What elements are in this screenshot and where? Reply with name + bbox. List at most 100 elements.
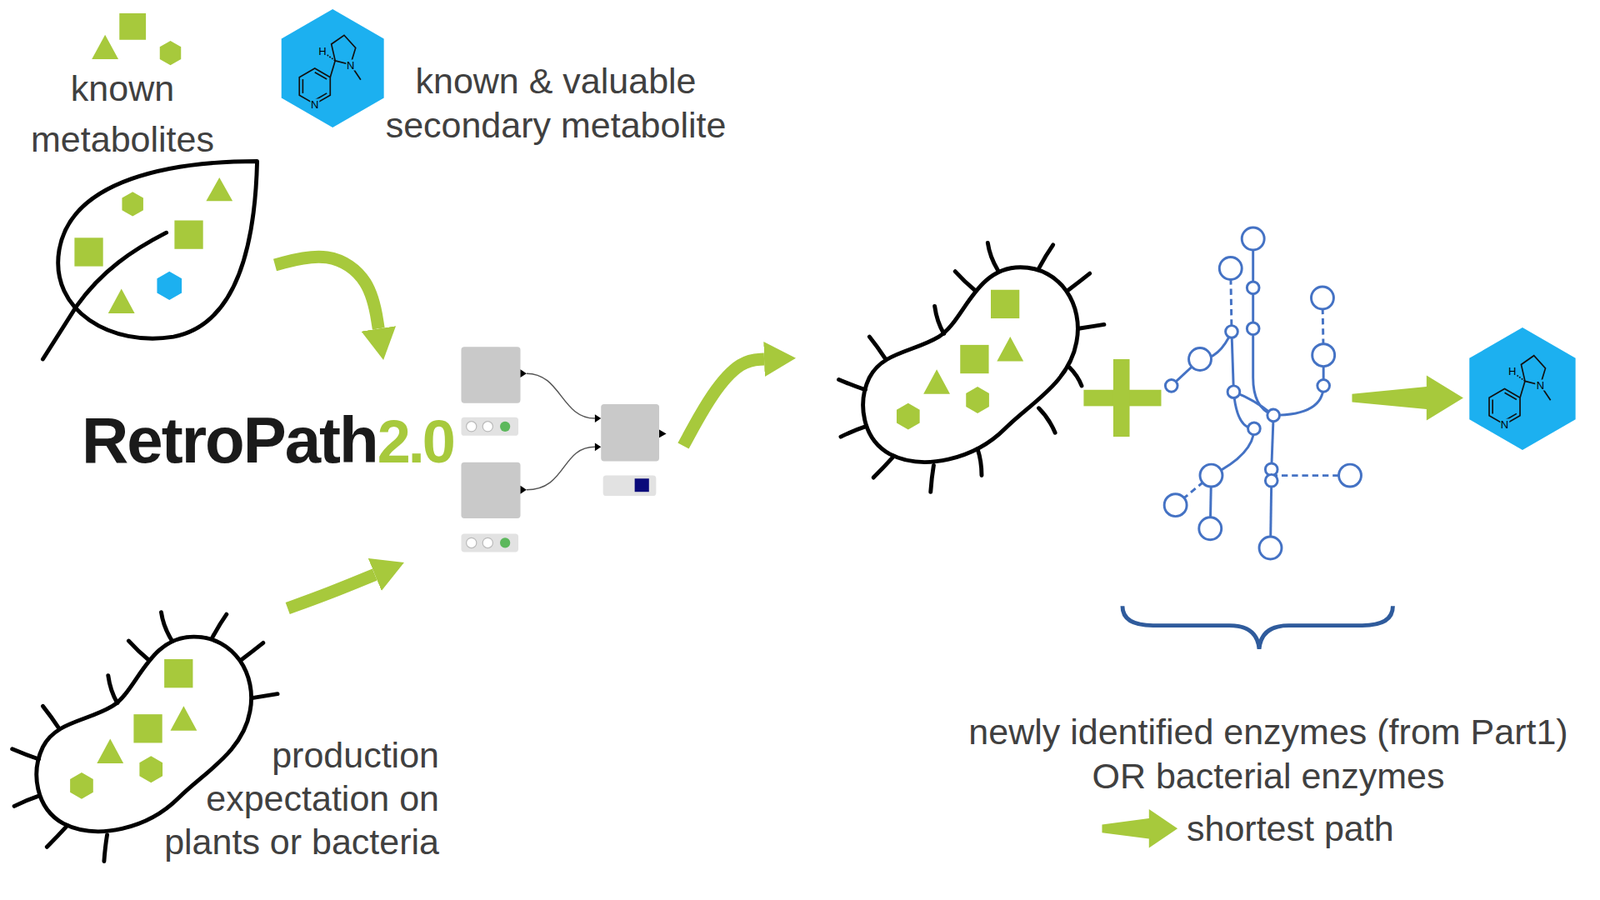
legend-text: shortest path <box>1186 807 1395 851</box>
network-node <box>1164 494 1187 517</box>
bacterium <box>863 267 1079 463</box>
bacterium-pili <box>977 367 1082 476</box>
metabolic-network <box>1171 239 1350 549</box>
process-arrow <box>287 574 375 609</box>
status-bar <box>460 533 519 552</box>
workflow-link <box>526 446 595 490</box>
workflow-node <box>460 346 520 403</box>
logo-version: 2.0 <box>377 411 454 472</box>
text-block: RetroPath2.0 <box>81 407 454 473</box>
leaf-node: known metabolites <box>8 12 275 359</box>
network-link <box>1231 331 1234 392</box>
label-anchor: H <box>1507 365 1517 377</box>
triangle-metabolite <box>205 177 233 201</box>
status-light <box>500 421 510 432</box>
status-light <box>466 421 477 432</box>
retropath-node: RetroPath2.0 <box>75 360 684 563</box>
metabolite-hexagon <box>281 9 385 128</box>
leaf-outline <box>58 160 258 339</box>
network-node <box>1248 422 1261 435</box>
network-node <box>1246 281 1260 295</box>
bacterium-pili <box>839 242 1105 492</box>
leaf-midrib <box>42 232 166 360</box>
text-block: production expectation on plants or bact… <box>147 733 440 864</box>
pilus <box>1069 367 1082 386</box>
enzyme-node: newly identified enzymes (from Part1) OR… <box>795 225 1589 805</box>
curly-brace <box>1122 605 1393 649</box>
text-block: known metabolites <box>14 63 231 165</box>
network-link <box>1271 415 1274 470</box>
pilus <box>1039 408 1056 433</box>
status-light <box>500 537 510 548</box>
hexagon-metabolite <box>121 191 143 216</box>
label-anchor: N <box>345 59 355 70</box>
network-node <box>1227 385 1240 399</box>
network-link <box>1273 385 1324 416</box>
text-block: newly identified enzymes (from Part1) OR… <box>951 710 1585 799</box>
node-label: known & valuable secondary metabolite <box>372 59 740 148</box>
node-label: newly identified enzymes (from Part1) OR… <box>951 710 1585 799</box>
network-nodes <box>1164 227 1361 560</box>
atom-label: H <box>317 45 327 56</box>
port-arrow <box>659 430 667 439</box>
network-node <box>1246 322 1260 335</box>
triangle-metabolite <box>108 289 135 314</box>
hexagon-metabolite <box>160 40 181 65</box>
network-node <box>1225 325 1239 339</box>
atom-label: N <box>345 59 355 70</box>
status-light <box>482 421 493 432</box>
workflow-graphic <box>460 346 666 552</box>
port-arrow <box>520 485 526 495</box>
square-metabolite <box>119 13 146 40</box>
network-node <box>1259 536 1282 560</box>
target-metabolite <box>156 271 182 300</box>
network-node <box>1339 464 1362 487</box>
workflow-link <box>526 373 595 419</box>
label-anchor: H <box>317 45 327 56</box>
triangle-metabolite <box>91 35 119 60</box>
process-arrow <box>275 256 379 329</box>
atom-label: N <box>1500 419 1510 430</box>
shortest-path-arrow <box>1351 375 1463 421</box>
network-node <box>1200 464 1223 487</box>
legend-row: shortest path <box>1186 807 1395 851</box>
network-node <box>1265 474 1278 487</box>
node-label: known metabolites <box>14 63 231 165</box>
nicotine-structure <box>299 35 361 105</box>
network-node <box>1267 409 1280 422</box>
workflow-node <box>600 404 660 462</box>
network-node <box>1189 348 1212 371</box>
network-node <box>1312 344 1335 367</box>
network-node <box>1219 257 1242 280</box>
status-bar <box>603 475 657 496</box>
network-node <box>1165 380 1178 393</box>
legend-arrow-sample <box>1101 809 1178 849</box>
atom-label: H <box>1507 365 1517 377</box>
port-arrow <box>520 369 526 378</box>
atom-label: N <box>1535 379 1545 390</box>
pilus <box>977 449 982 476</box>
network-node <box>1310 286 1334 310</box>
workflow-node <box>460 462 520 519</box>
status-bar <box>460 417 519 436</box>
status-square <box>635 478 650 492</box>
node-label: production expectation on plants or bact… <box>147 733 440 864</box>
port-arrow <box>595 414 601 423</box>
text-block: known & valuable secondary metabolite <box>372 59 740 148</box>
network-node <box>1317 380 1330 393</box>
bacterium-node: production expectation on plants or bact… <box>12 608 446 867</box>
network-node <box>1199 517 1222 540</box>
process-arrow <box>683 359 765 446</box>
product-hexagon <box>1469 327 1575 450</box>
nicotine-structure <box>1489 355 1551 425</box>
square-metabolite <box>174 220 203 249</box>
logo-text: RetroPath <box>81 407 378 473</box>
status-light <box>482 537 493 548</box>
port-arrow <box>595 442 601 451</box>
label-anchor: N <box>1535 379 1545 390</box>
label-anchor: N <box>1500 419 1510 430</box>
network-node <box>1241 227 1265 250</box>
atom-label: N <box>310 98 320 110</box>
status-light <box>466 537 477 548</box>
